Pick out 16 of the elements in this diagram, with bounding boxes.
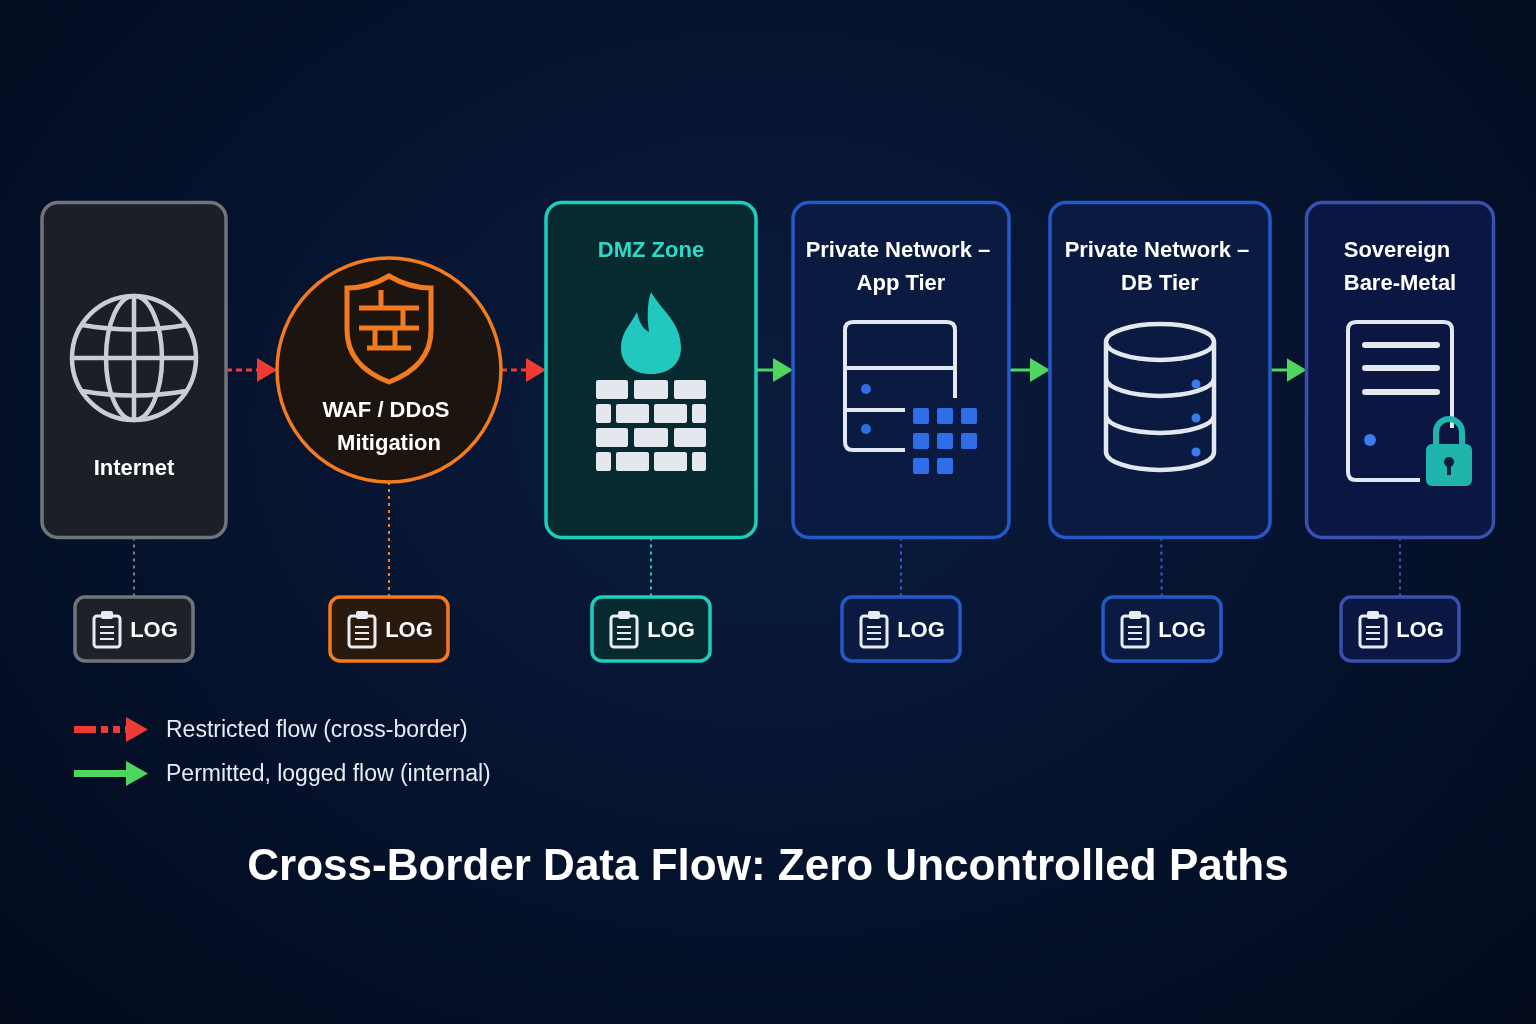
node-box: LOG: [1101, 595, 1223, 663]
node-box: LOG: [73, 595, 195, 663]
node-box: Private Network – DB Tier: [1048, 200, 1272, 540]
node-box: LOG: [328, 595, 450, 663]
node-circle: WAF / DDoS Mitigation: [275, 256, 503, 484]
node-box: LOG: [1339, 595, 1461, 663]
diagram-title: Cross-Border Data Flow: Zero Uncontrolled Paths: [247, 840, 1289, 890]
legend-text: Permitted, logged flow (internal): [166, 759, 491, 787]
node-box: DMZ Zone: [544, 200, 758, 540]
connector: [388, 481, 390, 598]
legend-text: Restricted flow (cross-border): [166, 715, 468, 743]
node-box: Internet: [40, 200, 228, 540]
node-box: Sovereign Bare-Metal: [1304, 200, 1496, 540]
node-box: LOG: [840, 595, 962, 663]
node-box: LOG: [590, 595, 712, 663]
node-box: Private Network – App Tier: [791, 200, 1011, 540]
